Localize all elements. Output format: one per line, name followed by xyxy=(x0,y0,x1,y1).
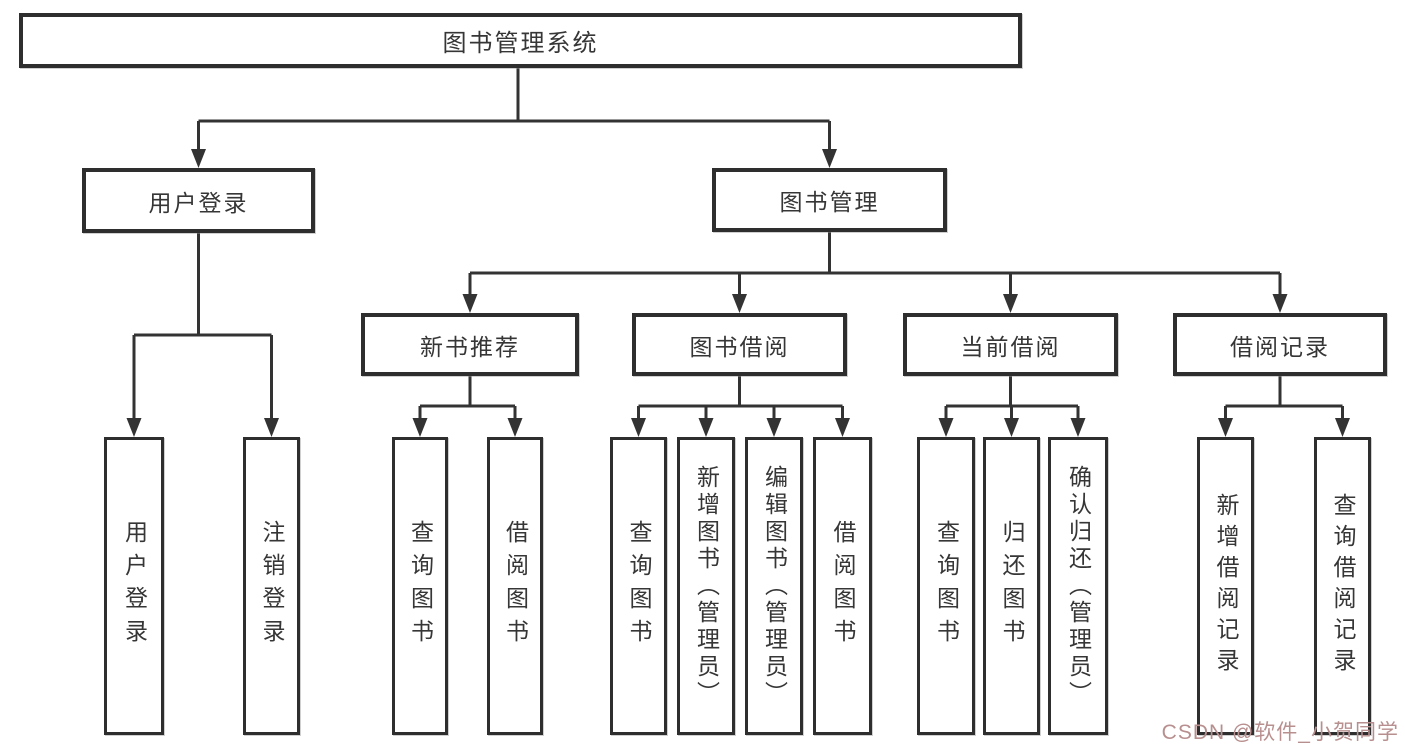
node-book-borrowing: 图书借阅 xyxy=(632,313,847,376)
leaf-edit-books-admin: 编辑图书（管理员） xyxy=(745,437,803,735)
arrowhead xyxy=(1003,294,1018,313)
node-label: 用户登录 xyxy=(148,189,249,216)
leaf-label: 查询图书 xyxy=(933,520,960,652)
leaf-add-books-admin: 新增图书（管理员） xyxy=(677,437,735,735)
arrowhead xyxy=(1004,418,1019,437)
leaf-query-books: 查询图书 xyxy=(610,437,667,735)
arrowhead xyxy=(412,418,428,437)
leaf-label: 归还图书 xyxy=(999,520,1025,652)
leaf-logout: 注销登录 xyxy=(243,437,300,735)
leaf-label: 确认归还（管理员） xyxy=(1065,464,1092,708)
leaf-user-login: 用户登录 xyxy=(104,437,164,735)
arrowhead xyxy=(1070,418,1086,437)
leaf-borrow-books: 借阅图书 xyxy=(487,437,543,735)
leaf-borrow-books: 借阅图书 xyxy=(813,437,872,735)
node-user-login: 用户登录 xyxy=(82,168,315,233)
arrowhead xyxy=(1218,418,1233,437)
node-new-book-recommend: 新书推荐 xyxy=(361,313,579,376)
leaf-label: 新增图书（管理员） xyxy=(693,464,720,708)
node-label: 图书管理系统 xyxy=(442,30,599,57)
connector-root-to-level2 xyxy=(197,68,831,151)
leaf-label: 用户登录 xyxy=(121,520,148,652)
connector-book-mgmt-to-level3 xyxy=(468,232,1282,296)
arrowhead xyxy=(822,149,837,168)
leaf-query-books: 查询图书 xyxy=(917,437,975,735)
arrowhead xyxy=(191,149,206,168)
csdn-watermark: CSDN @软件_小贺同学 xyxy=(1161,721,1399,744)
node-library-management-system: 图书管理系统 xyxy=(19,13,1022,68)
node-label: 借阅记录 xyxy=(1230,333,1330,360)
node-book-management: 图书管理 xyxy=(712,168,947,232)
arrowhead xyxy=(1272,294,1288,313)
leaf-label: 查询图书 xyxy=(626,520,652,652)
leaf-label: 借阅图书 xyxy=(830,520,856,652)
arrowhead xyxy=(507,418,523,437)
connector-current-borrow-to-leaves xyxy=(944,376,1080,420)
arrowhead xyxy=(938,418,954,437)
arrowhead xyxy=(264,418,279,437)
connector-user-login-to-leaves xyxy=(132,233,273,420)
node-borrowing-records: 借阅记录 xyxy=(1173,313,1387,376)
leaf-label: 查询借阅记录 xyxy=(1330,493,1356,679)
leaf-label: 新增借阅记录 xyxy=(1213,493,1239,679)
connector-book-borrow-to-leaves xyxy=(637,376,844,420)
arrowhead xyxy=(732,294,747,313)
leaf-label: 查询图书 xyxy=(407,520,434,652)
arrowhead xyxy=(698,418,714,437)
arrowhead xyxy=(462,294,478,313)
leaf-label: 编辑图书（管理员） xyxy=(761,464,788,708)
arrowhead xyxy=(631,418,646,437)
connector-new-book-to-leaves xyxy=(418,376,517,420)
arrowhead xyxy=(1335,418,1350,437)
leaf-query-borrow-record: 查询借阅记录 xyxy=(1314,437,1371,735)
connector-borrow-record-to-leaves xyxy=(1224,376,1344,420)
node-label: 当前借阅 xyxy=(960,333,1061,360)
leaf-add-borrow-record: 新增借阅记录 xyxy=(1197,437,1254,735)
leaf-label: 借阅图书 xyxy=(502,520,529,652)
node-current-borrowing: 当前借阅 xyxy=(903,313,1118,376)
leaf-label: 注销登录 xyxy=(259,520,285,652)
leaf-return-books: 归还图书 xyxy=(983,437,1040,735)
node-label: 新书推荐 xyxy=(420,333,520,360)
arrowhead xyxy=(126,418,142,437)
leaf-query-books: 查询图书 xyxy=(392,437,448,735)
arrowhead xyxy=(835,418,850,437)
leaf-confirm-return-admin: 确认归还（管理员） xyxy=(1048,437,1108,735)
node-label: 图书管理 xyxy=(779,189,880,215)
node-label: 图书借阅 xyxy=(689,333,790,360)
arrowhead xyxy=(766,418,782,437)
